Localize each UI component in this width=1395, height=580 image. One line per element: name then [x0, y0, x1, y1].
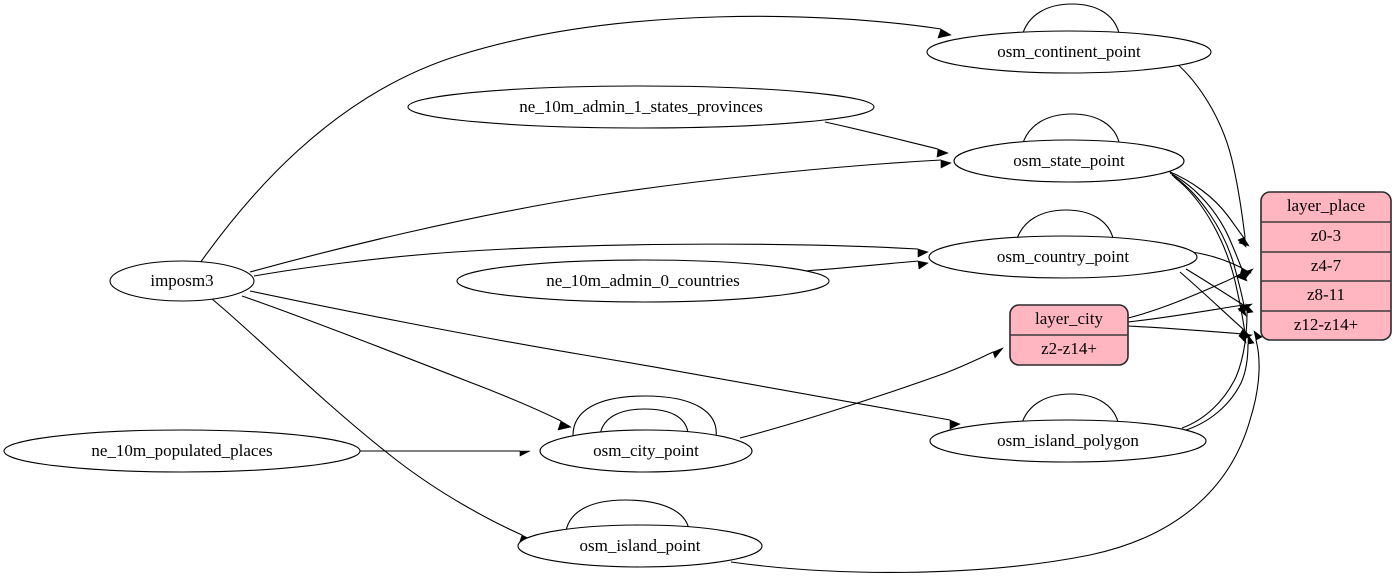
node-imposm3[interactable]: imposm3 [109, 260, 255, 302]
record-node-layer_place[interactable]: layer_place z0-3 z4-7 z8-11 z12-z14+ [1260, 191, 1392, 341]
edge-ne_10m_populated_places-to-osm_city_point [360, 450, 531, 457]
edge-osm_island_polygon-to-layer_place-z8-11 [1181, 303, 1254, 429]
edge-imposm3-to-osm_island_point [211, 298, 533, 545]
edge-osm_continent_point-to-layer_place-z0-3 [1175, 62, 1247, 248]
edge-imposm3-to-osm_island_polygon [249, 290, 961, 430]
edge-layer_city-to-layer_place-z12-z14plus [1127, 325, 1253, 341]
edge-imposm3-to-osm_country_point [253, 243, 929, 277]
node-osm_state_point[interactable]: osm_state_point [953, 139, 1185, 183]
node-osm_city_point[interactable]: osm_city_point [539, 429, 753, 473]
nodes-layer: imposm3 ne_10m_populated_places ne_10m_a… [3, 30, 1212, 568]
node-osm_continent_point[interactable]: osm_continent_point [926, 30, 1212, 74]
edge-osm_island_polygon-to-layer_place-z12-z14plus [1185, 334, 1255, 431]
edge-osm_state_point-to-layer_place-z0-3 [1167, 170, 1250, 247]
edge-osm_country_point-to-layer_place-z4-7 [1191, 251, 1252, 276]
edge-osm_city_point-to-layer_city-z2-z14plus [739, 347, 1004, 439]
record-node-layer_city[interactable]: layer_city z2-z14+ [1009, 304, 1129, 366]
edge-imposm3-to-osm_state_point [249, 159, 952, 273]
edge-imposm3-to-osm_city_point [241, 295, 572, 431]
node-osm_island_polygon[interactable]: osm_island_polygon [929, 419, 1207, 463]
node-ne_10m_admin_1_states_provinces[interactable]: ne_10m_admin_1_states_provinces [407, 85, 875, 129]
node-ne_10m_populated_places[interactable]: ne_10m_populated_places [3, 429, 361, 473]
edges-layer [199, 3, 1263, 573]
node-ne_10m_admin_0_countries[interactable]: ne_10m_admin_0_countries [456, 259, 830, 303]
node-osm_island_point[interactable]: osm_island_point [517, 524, 763, 568]
edge-osm_island_point-to-layer_place-z12-z14plus [730, 330, 1263, 573]
edge-imposm3-to-osm_continent_point [199, 15, 952, 264]
edge-ne_10m_admin_0_countries-to-osm_country_point [804, 260, 929, 272]
edge-layer_city-to-layer_place-z4-7 [1127, 268, 1254, 319]
node-osm_country_point[interactable]: osm_country_point [928, 235, 1198, 279]
edge-ne_10m_admin_1_states_provinces-to-osm_state_point [824, 121, 949, 158]
